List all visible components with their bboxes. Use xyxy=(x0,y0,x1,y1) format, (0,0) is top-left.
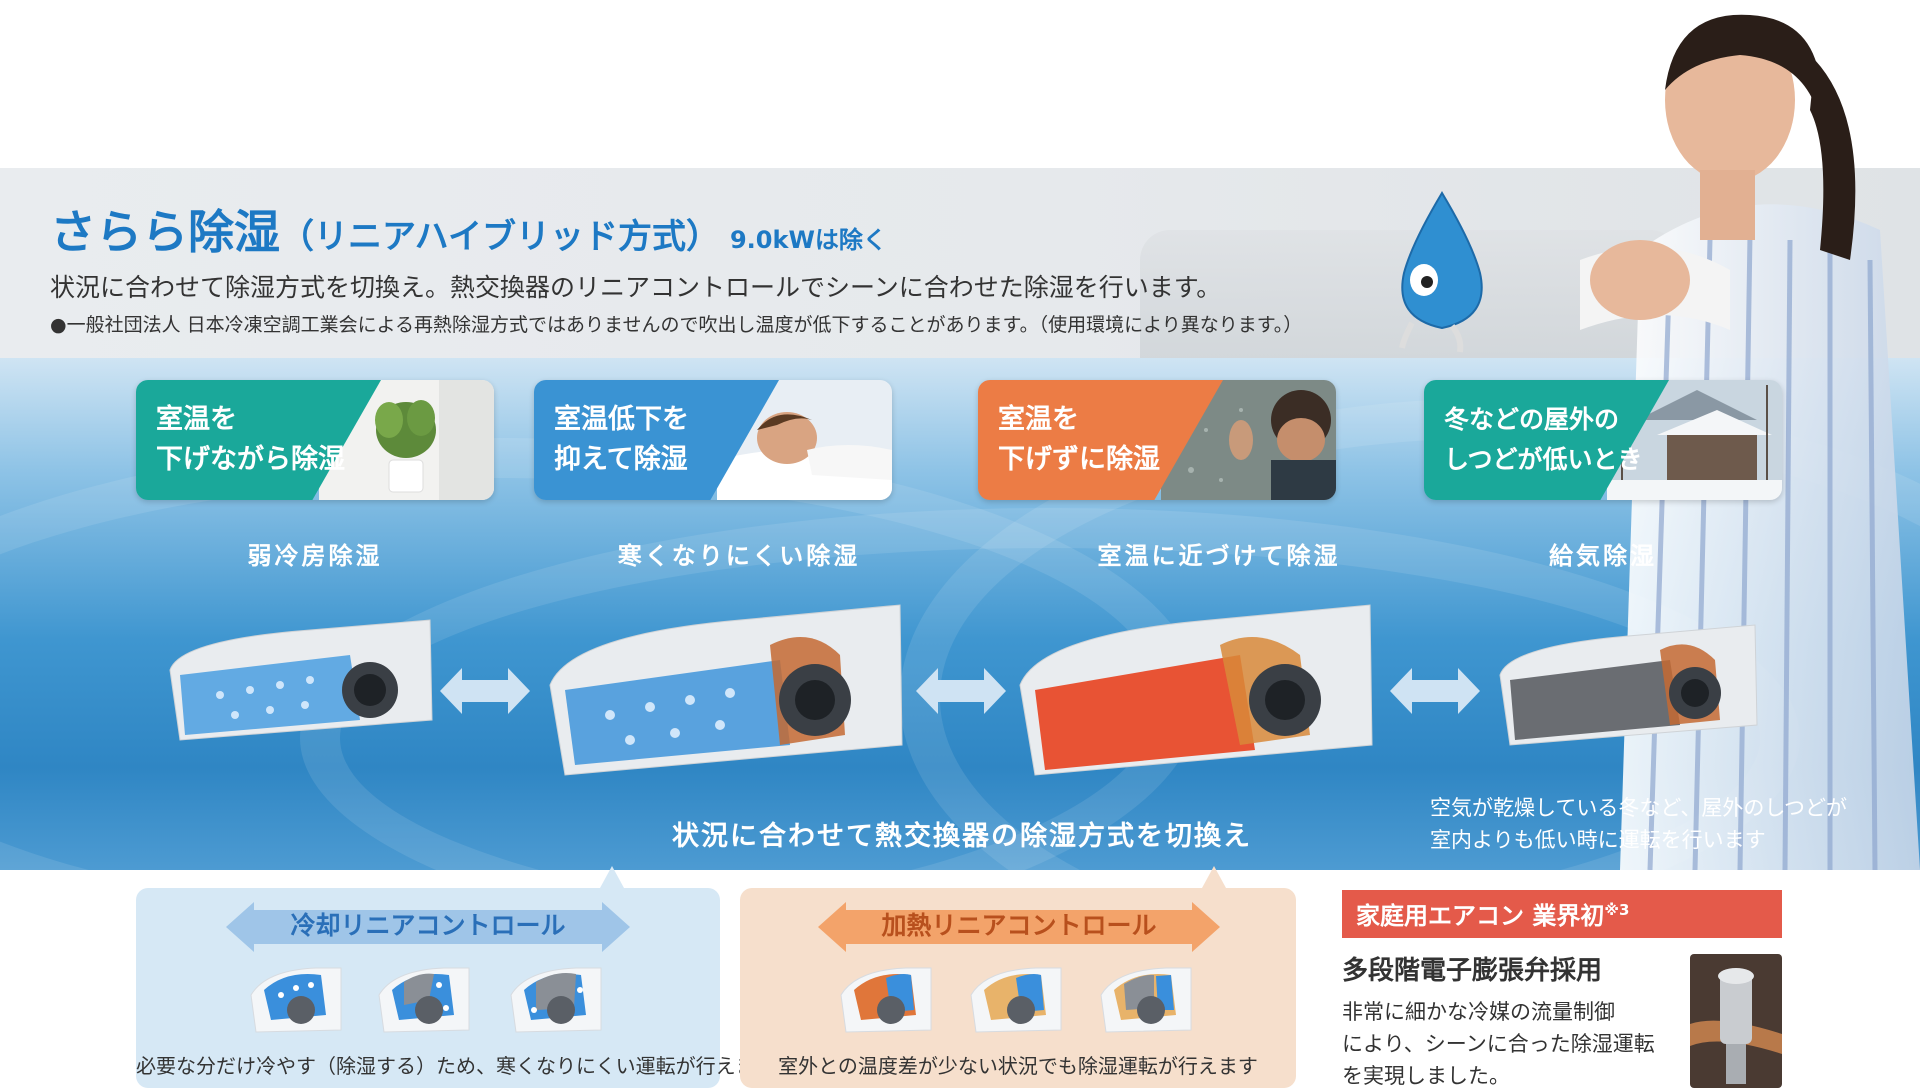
ac-unit-warm xyxy=(1019,604,1373,776)
scene-card-supply-dehumid: 冬などの屋外の しつどが低いとき xyxy=(1424,380,1782,500)
heat-double-arrow xyxy=(818,902,1220,952)
mode-label-mild: 寒くなりにくい除湿 xyxy=(617,542,861,570)
heat-exchanger-icon xyxy=(840,967,932,1033)
heat-control-description: 室外との温度差が少ない状況でも除湿運転が行えます xyxy=(778,1054,1258,1078)
scene-label: 冬などの屋外の しつどが低いとき xyxy=(1444,405,1643,474)
panel-pointer xyxy=(1202,866,1226,888)
cool-control-label: 冷却リニアコントロール xyxy=(290,911,566,940)
expansion-valve-photo xyxy=(1690,954,1782,1088)
switch-caption: 状況に合わせて熱交換器の除湿方式を切換え xyxy=(672,821,1252,852)
top-background xyxy=(0,0,1920,168)
supply-description: 空気が乾燥している冬など、屋外のしつどが 室内よりも低い時に運転を行います xyxy=(1430,796,1848,852)
scene-label: 室温を 下げながら除湿 xyxy=(156,404,345,475)
industry-first-badge: 家庭用エアコン 業界初※3 xyxy=(1342,890,1782,938)
heat-exchanger-icon xyxy=(1100,967,1192,1033)
ac-unit-supply xyxy=(1499,624,1758,746)
lead-text: 状況に合わせて除湿方式を切換え。熱交換器のリニアコントロールでシーンに合わせた除… xyxy=(50,273,1222,302)
industry-first-body: 非常に細かな冷媒の流量制御 により、シーンに合った除湿運転 を実現しました。 xyxy=(1342,1000,1655,1088)
mode-label-supply: 給気除湿 xyxy=(1549,542,1657,570)
footnote-mark: ※3 xyxy=(1604,901,1630,919)
cool-control-description: 必要な分だけ冷やす（除湿する）ため、寒くなりにくい運転が行えます xyxy=(136,1054,776,1078)
switch-arrow-icon xyxy=(1390,668,1480,714)
title-note: 9.0kWは除く xyxy=(729,226,887,254)
cool-double-arrow xyxy=(226,902,630,952)
cool-exchanger-icon xyxy=(250,967,342,1033)
title-main: さらら除湿 xyxy=(50,205,280,259)
scene-card-mild-dehumid: 室温低下を 抑えて除湿 xyxy=(534,380,892,500)
droplet-mascot-icon xyxy=(1399,191,1483,353)
panel-pointer xyxy=(600,866,624,888)
cool-exchanger-icon xyxy=(378,967,470,1033)
industry-first-heading: 多段階電子膨張弁採用 xyxy=(1342,956,1603,986)
mode-label-cooling: 弱冷房除湿 xyxy=(247,542,383,570)
switch-arrow-icon xyxy=(916,668,1006,714)
cool-exchanger-icon xyxy=(510,967,602,1033)
scene-card-cooling-dehumid: 室温を 下げながら除湿 xyxy=(136,380,494,500)
scene-label: 室温低下を 抑えて除湿 xyxy=(554,404,689,475)
scene-label: 室温を 下げずに除湿 xyxy=(998,404,1160,475)
industry-first-label: 家庭用エアコン 業界初 xyxy=(1356,902,1605,930)
scene-card-warm-dehumid: 室温を 下げずに除湿 xyxy=(978,380,1336,500)
title-sub: （リニアハイブリッド方式） xyxy=(280,217,720,257)
ac-unit-mild xyxy=(549,604,903,776)
mode-label-warm: 室温に近づけて除湿 xyxy=(1097,542,1341,570)
switch-arrow-icon xyxy=(440,668,530,714)
ac-unit-cool xyxy=(169,619,433,741)
heat-exchanger-icon xyxy=(970,967,1062,1033)
section-title: さらら除湿（リニアハイブリッド方式） 9.0kWは除く xyxy=(50,196,887,262)
heat-control-label: 加熱リニアコントロール xyxy=(881,911,1157,940)
disclaimer-note: ●一般社団法人 日本冷凍空調工業会による再熱除湿方式ではありませんので吹出し温度… xyxy=(50,314,1303,336)
